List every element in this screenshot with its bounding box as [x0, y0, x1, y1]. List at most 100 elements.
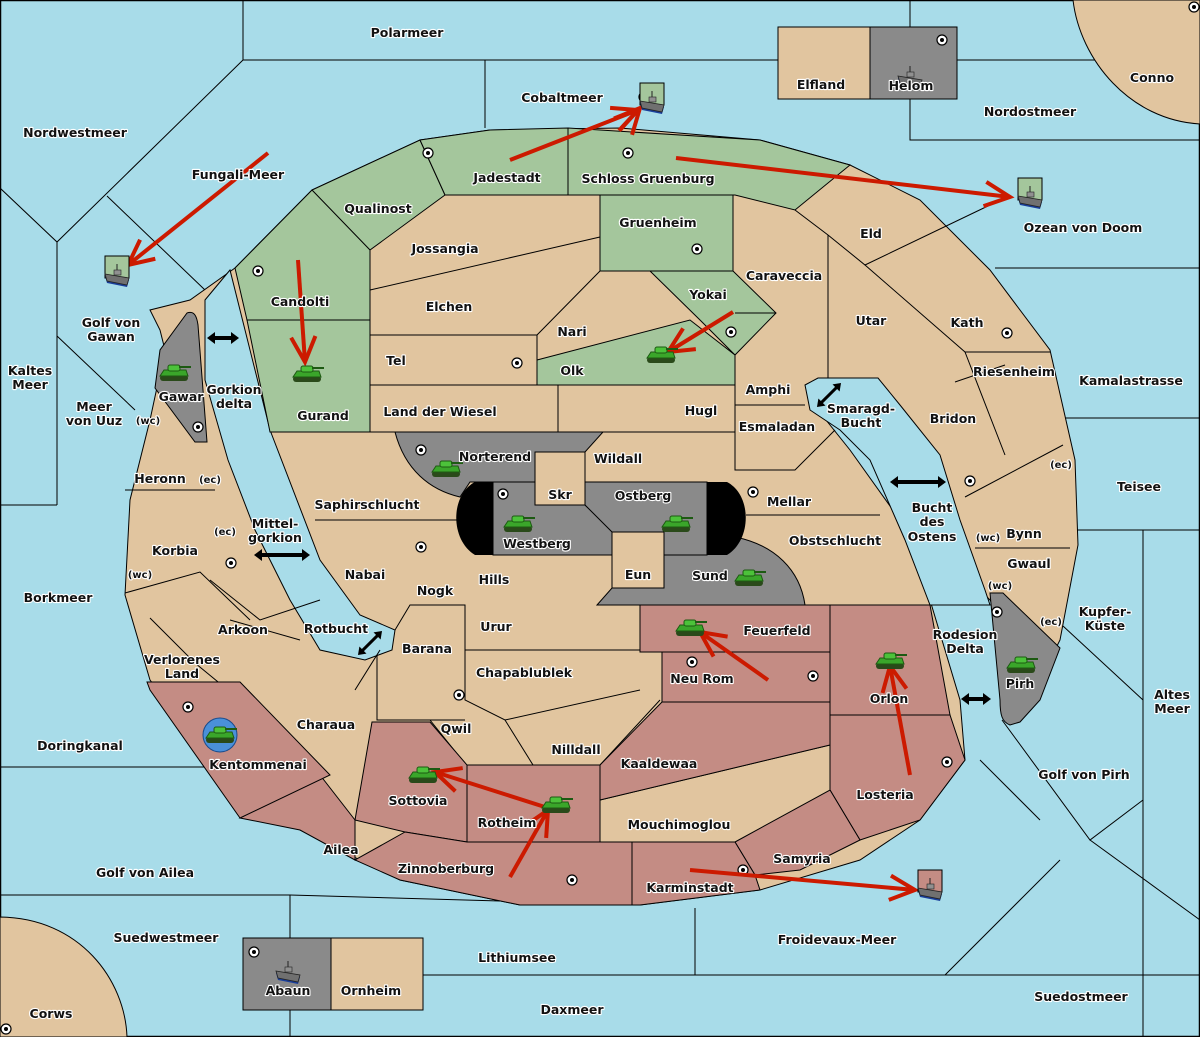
label-kaltes-1: Kaltes	[8, 363, 52, 378]
label-daxmeer: Daxmeer	[540, 1002, 604, 1017]
label-nordostmeer: Nordostmeer	[984, 104, 1077, 119]
territory-skr[interactable]	[534, 451, 586, 506]
territory-conno[interactable]	[1072, 0, 1200, 125]
label-tel: Tel	[386, 353, 406, 368]
army-tank-icon[interactable]	[646, 346, 678, 363]
label-wildall: Wildall	[594, 451, 642, 466]
label-eun: Eun	[625, 567, 651, 582]
supply-center-icon	[691, 243, 703, 255]
fleet-ship-icon[interactable]	[104, 255, 130, 287]
label-gwaul: Gwaul	[1007, 556, 1050, 571]
label-mittel-2: gorkion	[248, 530, 302, 545]
coast-korbia-ec: (ec)	[214, 527, 236, 538]
territory-corws[interactable]	[0, 916, 128, 1037]
supply-center-icon	[497, 488, 509, 500]
label-esmaladan: Esmaladan	[739, 419, 815, 434]
label-caraveccia: Caraveccia	[746, 268, 822, 283]
label-jadestadt: Jadestadt	[472, 170, 540, 185]
fleet-ship-icon[interactable]	[917, 869, 943, 901]
army-tank-icon[interactable]	[734, 569, 766, 586]
label-rodesion-2: Delta	[946, 641, 984, 656]
label-riesenheim: Riesenheim	[973, 364, 1055, 379]
label-chapablublek: Chapablublek	[476, 665, 573, 680]
supply-center-icon	[1188, 1, 1200, 13]
label-smaragd-2: Bucht	[841, 415, 882, 430]
label-kaltes-2: Meer	[12, 377, 48, 392]
label-gorkion-1: Gorkion	[206, 382, 261, 397]
label-gawan-1: Golf von	[82, 315, 141, 330]
army-tank-icon[interactable]	[292, 365, 324, 382]
territory-eun[interactable]	[611, 531, 665, 589]
army-tank-icon[interactable]	[159, 364, 191, 381]
inner-channel-west	[204, 268, 396, 661]
label-altes-2: Meer	[1154, 701, 1190, 716]
label-froidevaux: Froidevaux-Meer	[778, 932, 897, 947]
order-arrow	[289, 259, 318, 367]
army-tank-icon[interactable]	[205, 726, 237, 743]
army-tank-icon[interactable]	[431, 460, 463, 477]
label-ailea-golf: Golf von Ailea	[96, 865, 194, 880]
label-yokai: Yokai	[688, 287, 727, 302]
army-tank-icon[interactable]	[1006, 656, 1038, 673]
supply-center-icon	[415, 541, 427, 553]
territory-ornheim[interactable]	[330, 937, 424, 1011]
label-saphirschlucht: Saphirschlucht	[315, 497, 420, 512]
label-hills: Hills	[479, 572, 510, 587]
supply-center-icon	[182, 701, 194, 713]
label-borkmeer: Borkmeer	[24, 590, 94, 605]
label-eld: Eld	[860, 226, 882, 241]
units	[104, 66, 1043, 984]
territory-kentommenai[interactable]	[146, 681, 331, 819]
dislodged-unit-marker[interactable]	[202, 717, 238, 753]
label-suedostmeer: Suedostmeer	[1034, 989, 1128, 1004]
army-tank-icon[interactable]	[875, 652, 907, 669]
army-tank-icon[interactable]	[503, 515, 535, 532]
coast-heronn-ec: (ec)	[199, 475, 221, 486]
fleet-ship-icon[interactable]	[639, 82, 665, 114]
supply-center-icon	[192, 421, 204, 433]
label-mittel-1: Mittel-	[252, 516, 299, 531]
fleet-ship-icon[interactable]	[275, 961, 301, 984]
double-arrow-icon	[816, 382, 842, 408]
label-norterend: Norterend	[459, 449, 531, 464]
territory-kaaldewaa[interactable]	[599, 701, 831, 801]
label-orlon: Orlon	[870, 691, 909, 706]
army-tank-icon[interactable]	[661, 515, 693, 532]
double-arrow-icon	[357, 630, 383, 656]
label-altes-1: Altes	[1154, 687, 1190, 702]
label-gurand: Gurand	[297, 408, 349, 423]
label-verlorenes-1: Verlorenes	[144, 652, 220, 667]
label-nabai: Nabai	[345, 567, 386, 582]
army-tank-icon[interactable]	[408, 766, 440, 783]
label-sund: Sund	[692, 568, 728, 583]
double-arrow-icon	[890, 476, 946, 488]
fleet-ship-icon[interactable]	[1017, 177, 1043, 209]
territory-samyria[interactable]	[734, 789, 861, 876]
label-conno: Conno	[1130, 70, 1175, 85]
label-doringkanal: Doringkanal	[37, 738, 123, 753]
label-gorkion-2: delta	[216, 396, 252, 411]
coast-gwaul-ec: (ec)	[1040, 617, 1062, 628]
impassable-east	[707, 482, 746, 555]
label-kupfer-2: Küste	[1085, 618, 1125, 633]
label-kamala: Kamalastrasse	[1079, 373, 1183, 388]
army-tank-icon[interactable]	[541, 796, 573, 813]
label-bridon: Bridon	[930, 411, 976, 426]
label-candolti: Candolti	[271, 294, 330, 309]
label-bucht-1: Bucht	[912, 500, 953, 515]
supply-center-icon	[0, 1023, 12, 1035]
label-charaua: Charaua	[297, 717, 355, 732]
territory-yokai[interactable]	[648, 270, 777, 356]
order-arrow	[613, 104, 644, 136]
label-elfland: Elfland	[797, 77, 845, 92]
labels: Polarmeer Cobaltmeer Nordwestmeer Fungal…	[7, 24, 1192, 1022]
fleet-ship-icon[interactable]	[897, 66, 923, 89]
label-abaun: Abaun	[266, 983, 311, 998]
label-ostberg: Ostberg	[615, 488, 672, 503]
territory-zinnoberburg[interactable]	[353, 831, 633, 906]
impassable-west	[456, 482, 493, 555]
label-gruenheim: Gruenheim	[619, 215, 696, 230]
territory-gruenheim[interactable]	[599, 194, 734, 272]
army-tank-icon[interactable]	[675, 619, 707, 636]
